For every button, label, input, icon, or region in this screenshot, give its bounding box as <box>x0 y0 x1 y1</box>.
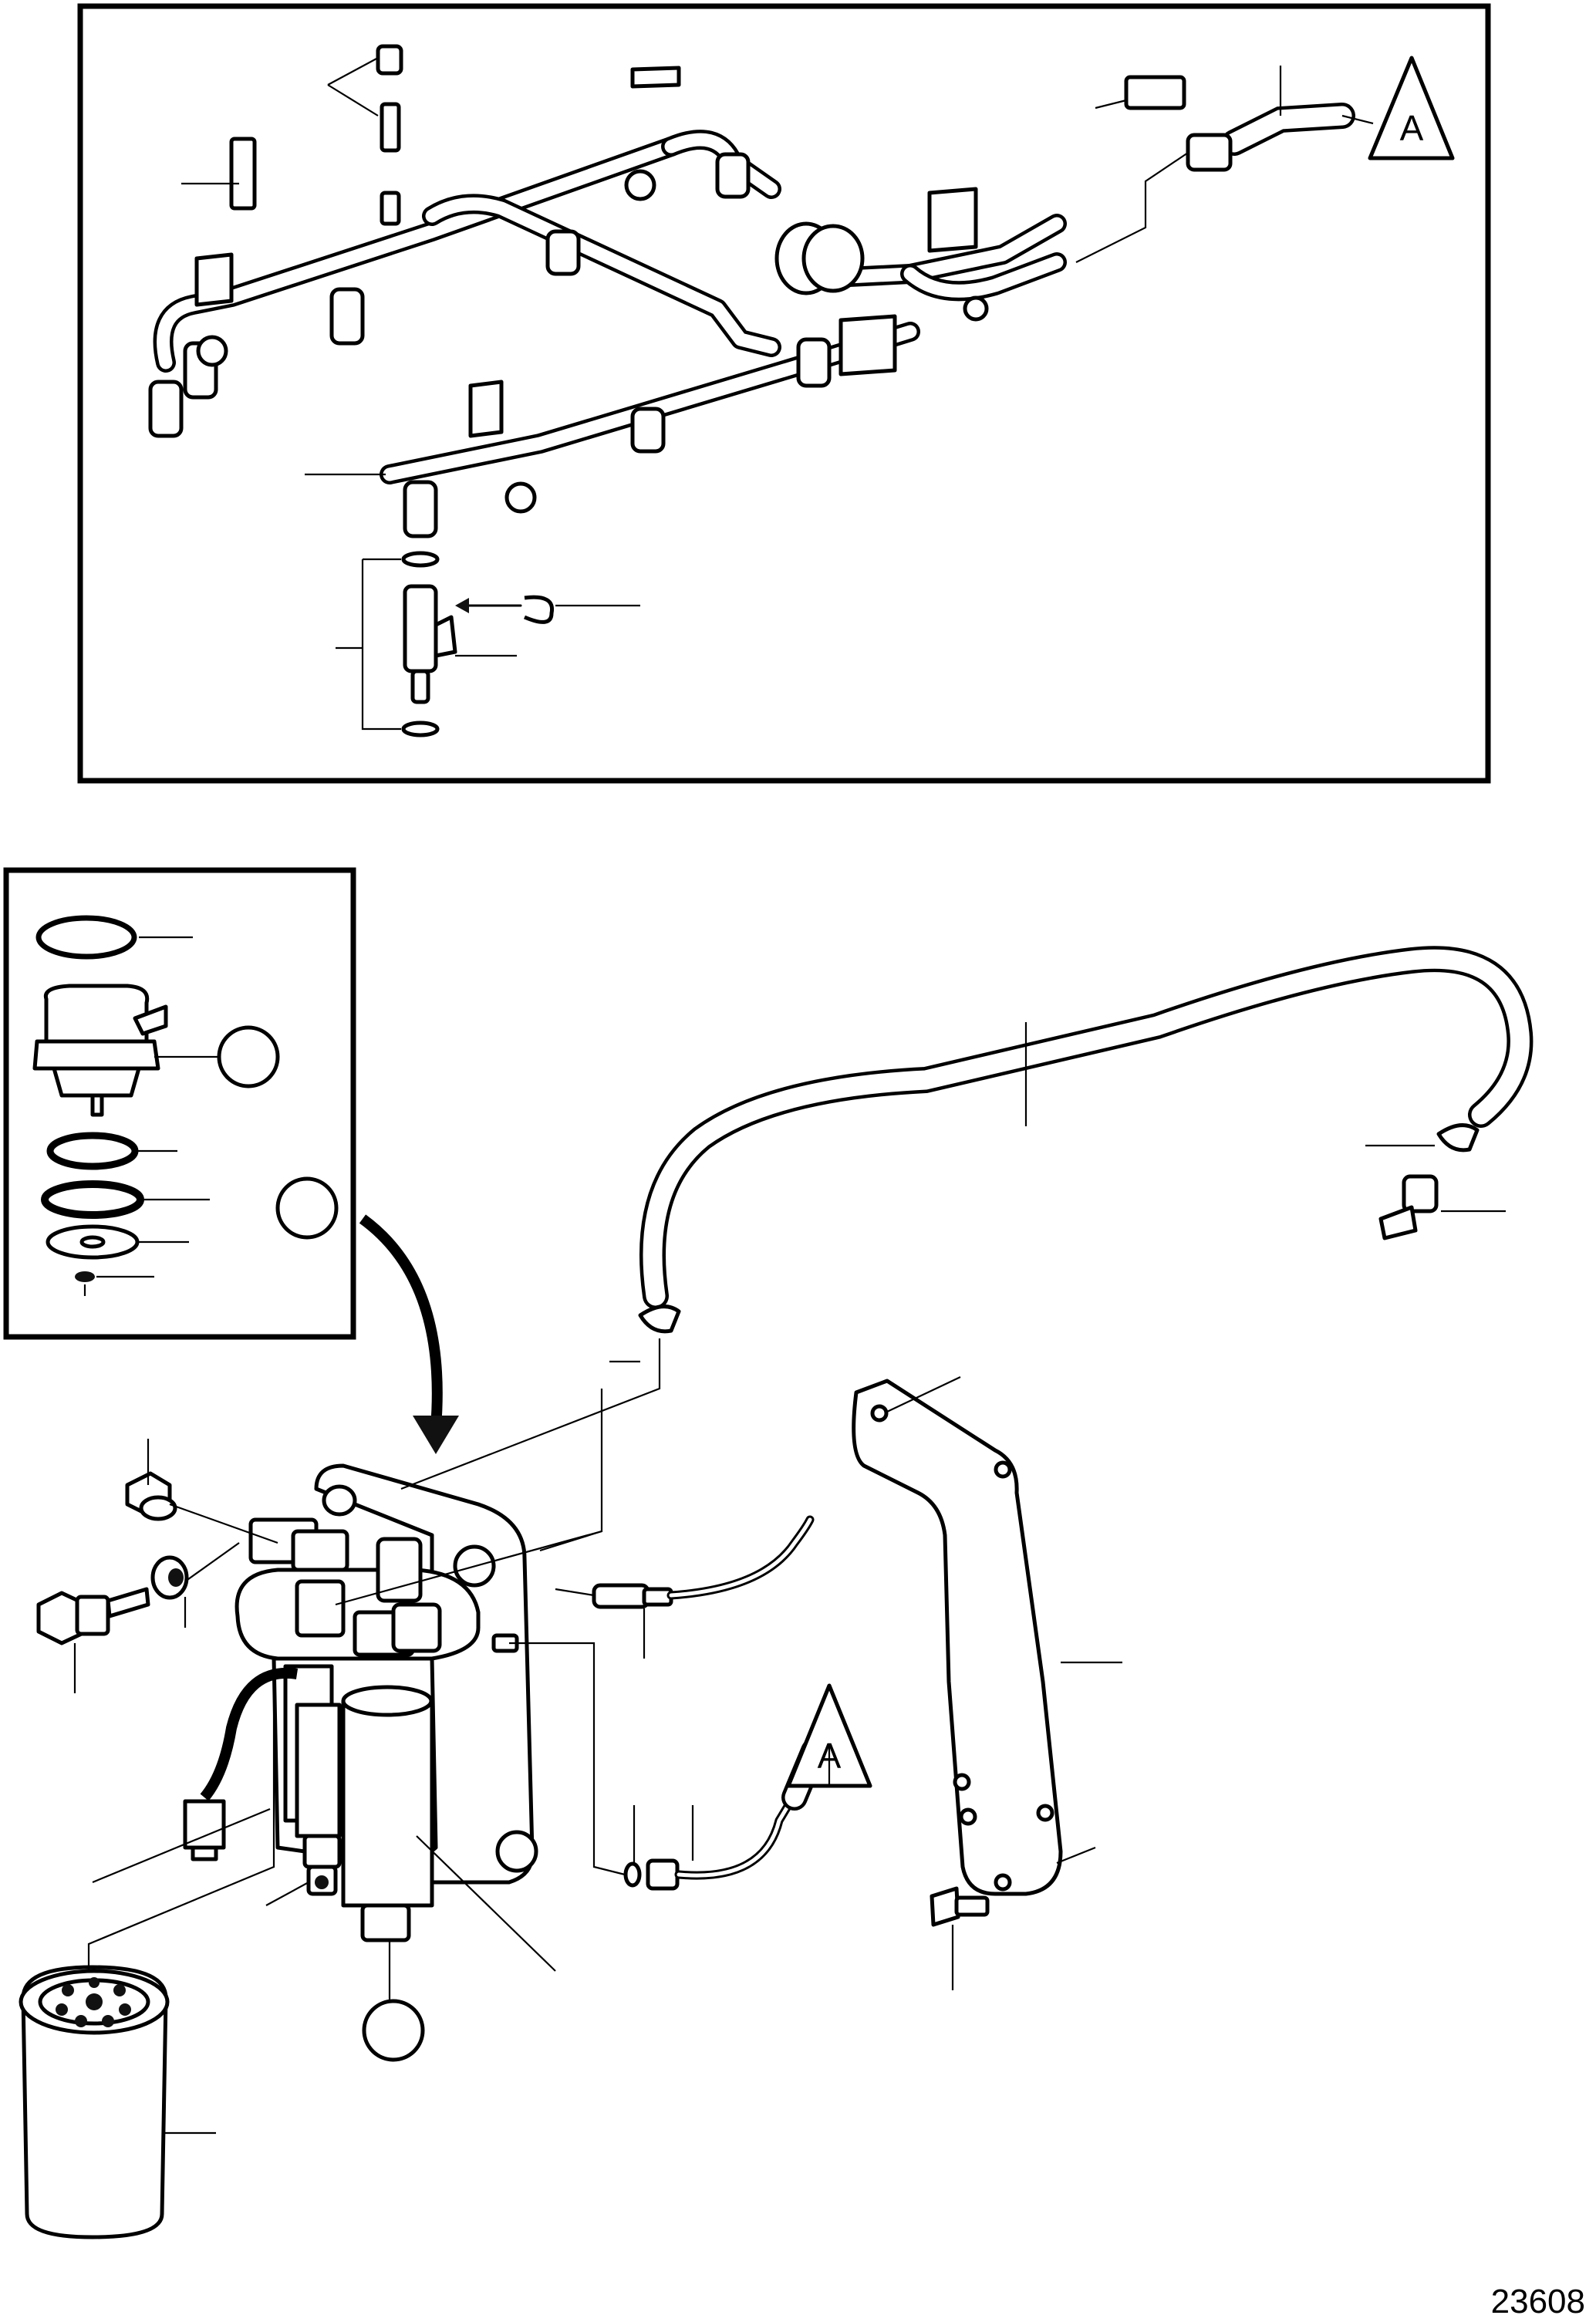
connection-marker-top-label: A <box>1400 108 1424 148</box>
housing-fasteners <box>36 1471 189 1645</box>
inset-small-seal <box>75 1271 95 1282</box>
rail-brackets <box>194 66 989 514</box>
pump-harness <box>183 1667 299 1861</box>
temperature-sensor <box>592 1515 815 1609</box>
retaining-ring <box>35 915 137 960</box>
fuel-rail-detail-panel: A <box>77 3 1491 784</box>
inset-reference-circle-lower <box>275 1176 339 1240</box>
hose-fitting <box>1378 1174 1439 1240</box>
injector-assembly <box>401 551 555 737</box>
top-panel-frame <box>77 3 1491 784</box>
lower-leader-lines <box>73 1022 1506 2135</box>
figure-number: 23608 <box>1491 2283 1585 2320</box>
spin-on-fuel-filter <box>19 1965 170 2239</box>
long-return-hose <box>639 946 1534 1309</box>
supply-fuel-line <box>623 1738 827 1891</box>
bracket-bolt <box>930 1886 990 1927</box>
drain-valve <box>302 1834 342 1896</box>
inset-panel-frame <box>3 867 356 1340</box>
inset-pressure-regulator <box>32 984 168 1117</box>
connection-marker-top: A <box>1368 56 1455 160</box>
assembly-arrow <box>359 1214 459 1454</box>
pump-reference-circle <box>362 1999 425 2062</box>
o-ring-upper <box>46 1132 139 1170</box>
mounting-bracket <box>852 1379 1063 1896</box>
bleed-valve-parts <box>229 44 403 226</box>
inset-leader-lines <box>83 936 218 1296</box>
fuel-pump-filter-assembly: A <box>19 946 1534 2239</box>
regulator-inset-panel <box>3 867 356 1340</box>
top-fuel-hose <box>1124 75 1355 172</box>
o-ring-middle <box>41 1180 144 1219</box>
inset-reference-circle-upper <box>217 1025 280 1088</box>
top-leader-lines <box>181 57 1374 731</box>
bracket-holes <box>870 1404 1054 1892</box>
fuel-pump <box>295 1685 434 1942</box>
fuel-rail <box>153 130 1067 484</box>
rail-pressure-regulator <box>774 221 865 295</box>
hose-clamp-upper <box>1436 1123 1480 1153</box>
filter-connectors <box>248 1517 519 1657</box>
hose-clamp-lower <box>638 1304 681 1334</box>
